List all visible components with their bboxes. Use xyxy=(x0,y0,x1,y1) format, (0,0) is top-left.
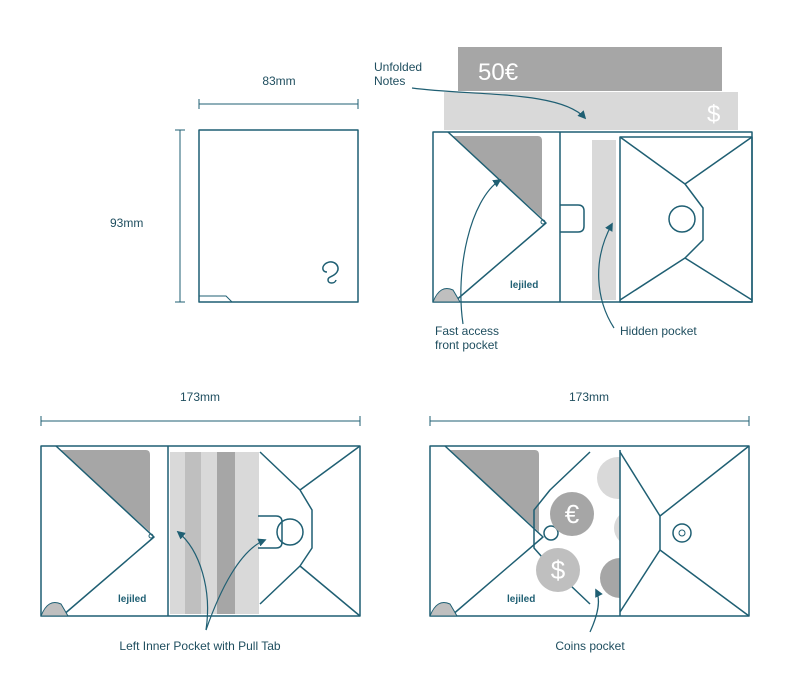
lejiled-logo-icon xyxy=(322,261,339,284)
cards-wallet-body xyxy=(40,445,361,617)
inner-card-3 xyxy=(201,452,219,614)
cards-flap-rivet xyxy=(148,533,154,539)
coins-right-flap-fill xyxy=(620,452,748,614)
coins-panel: 173mm lejiled € $ Coins pocket xyxy=(429,390,750,653)
svg-text:$: $ xyxy=(551,555,566,585)
front-pocket-flap xyxy=(447,131,547,303)
svg-text:€: € xyxy=(565,499,580,529)
bill-50-euro xyxy=(458,47,722,91)
brand-logo-notes: lejiled xyxy=(510,280,538,291)
pull-tab xyxy=(258,515,283,549)
width-label: 83mm xyxy=(262,74,295,88)
closed-wallet-fold xyxy=(199,295,233,303)
coin-euro-dark: € xyxy=(550,492,594,536)
width-dimension-83: 83mm xyxy=(198,74,359,109)
cards-right-bottom-crease xyxy=(299,565,361,617)
coins-corner-pull xyxy=(429,602,458,617)
coins-right-flap-bottom xyxy=(619,549,661,613)
inner-card-5 xyxy=(235,452,259,614)
cards-arrow-right xyxy=(205,538,267,631)
coins-wallet-body xyxy=(429,445,750,617)
hidden-pocket-arrow xyxy=(598,222,615,329)
cards-width-label: 173mm xyxy=(180,390,220,404)
cards-right-flap xyxy=(259,451,313,605)
front-pocket-arrow xyxy=(460,179,502,325)
inner-card-4 xyxy=(217,452,237,614)
inner-card-2 xyxy=(185,452,203,614)
callout-hidden-pocket: Hidden pocket xyxy=(620,324,697,338)
cards-right-top-crease xyxy=(299,445,361,491)
closed-wallet-body xyxy=(198,129,359,303)
height-dimension-93: 93mm xyxy=(110,129,185,303)
notes-arrow xyxy=(411,87,587,120)
bill-50-euro-label: 50€ xyxy=(478,59,519,86)
cards-corner-pull xyxy=(40,602,69,617)
right-flap-body xyxy=(619,136,753,303)
brand-logo-coins: lejiled xyxy=(507,594,535,605)
brand-logo-cards: lejiled xyxy=(118,594,146,605)
width-dimension-173-left: 173mm xyxy=(40,390,361,426)
coin-dollar-light: $ xyxy=(536,548,580,592)
width-dimension-173-right: 173mm xyxy=(429,390,750,426)
bill-dollar-label: $ xyxy=(707,101,720,128)
coins-width-label: 173mm xyxy=(569,390,609,404)
right-flap-edge xyxy=(619,136,704,301)
right-flap-bottom-crease xyxy=(684,257,753,301)
coins-right-flap-top xyxy=(619,451,661,517)
callout-left-inner-pocket: Left Inner Pocket with Pull Tab xyxy=(119,639,281,653)
center-tab xyxy=(560,204,585,233)
snap-button xyxy=(668,205,696,233)
coins-snap-center xyxy=(678,529,686,537)
cards-arrow-left xyxy=(176,530,209,631)
coins-snap-button xyxy=(672,523,692,543)
callout-coins-pocket: Coins pocket xyxy=(555,639,625,653)
coins-right-flap-creases xyxy=(659,445,750,617)
callout-unfolded-notes: Unfolded Notes xyxy=(374,60,425,88)
cards-panel: 173mm lejiled Left Inner Pocket with Pul… xyxy=(40,390,361,653)
cards-front-flap xyxy=(55,445,155,617)
coins-arrow xyxy=(589,588,603,633)
coins-front-flap xyxy=(444,445,544,617)
notes-panel: 50€ $ Unfolded Notes lejiled Fast ac xyxy=(374,47,753,352)
coin-pocket-snap xyxy=(543,525,559,541)
callout-front-pocket: Fast access front pocket xyxy=(435,324,502,352)
closed-wallet-panel: 83mm 93mm xyxy=(110,74,359,303)
right-flap-top-crease xyxy=(684,136,753,185)
hidden-pocket-strip xyxy=(592,140,616,300)
cards-snap-button xyxy=(276,518,304,546)
height-label: 93mm xyxy=(110,216,143,230)
corner-pull xyxy=(432,288,461,303)
bill-dollar xyxy=(444,92,738,130)
flap-rivet xyxy=(540,219,546,225)
